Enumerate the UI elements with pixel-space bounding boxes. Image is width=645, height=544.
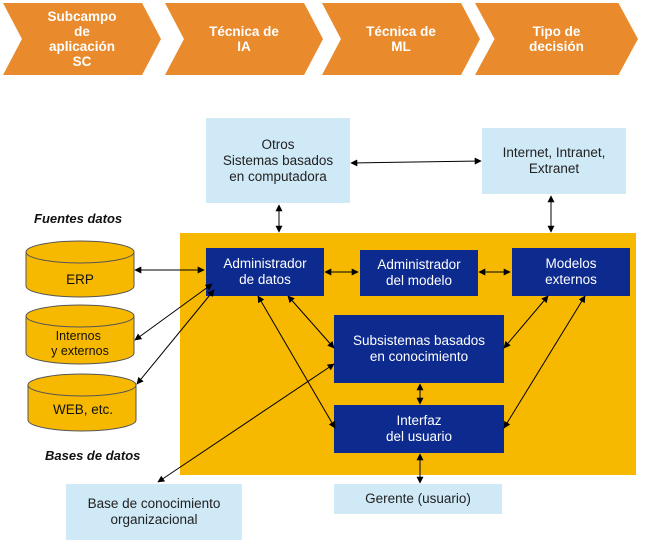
chevron-step-tipo-decision: Tipo de decisión — [475, 3, 638, 75]
database-erp-icon — [25, 240, 135, 298]
database-erp-label: ERP — [66, 272, 94, 287]
database-web-icon — [27, 373, 137, 432]
database-internos-icon — [25, 304, 135, 365]
gerente-box: Gerente (usuario) — [334, 484, 502, 514]
database-internos-label: Internos y externos — [51, 329, 109, 358]
modelos-externos-box: Modelos externos — [512, 248, 630, 296]
bases-datos-label: Bases de datos — [45, 448, 141, 463]
chevron-step-label: Técnica de ML — [366, 24, 436, 54]
chevron-step-label: Técnica de IA — [209, 24, 279, 54]
subsistemas-box: Subsistemas basados en conocimiento — [334, 315, 504, 383]
interfaz-usuario-box: Interfaz del usuario — [334, 405, 504, 453]
administrador-modelo-box: Administrador del modelo — [360, 250, 478, 296]
fuentes-datos-label: Fuentes datos — [34, 211, 123, 226]
chevron-step-label: Subcampo de aplicación SC — [47, 9, 117, 69]
base-conocimiento-box: Base de conocimiento organizacional — [66, 484, 242, 540]
connector-otros-internet — [350, 157, 482, 167]
otros-sistemas-box: Otros Sistemas basados en computadora — [206, 118, 350, 203]
internet-box: Internet, Intranet, Extranet — [482, 128, 626, 194]
chevron-step-label: Tipo de decisión — [529, 24, 584, 54]
chevron-step-tecnica-ml: Técnica de ML — [322, 3, 480, 75]
database-web-label: WEB, etc. — [53, 402, 113, 417]
chevron-step-subcampo: Subcampo de aplicación SC — [3, 3, 161, 75]
chevron-step-tecnica-ia: Técnica de IA — [165, 3, 323, 75]
database-internos-line: Internos — [56, 329, 101, 343]
administrador-datos-box: Administrador de datos — [206, 248, 324, 296]
database-internos-line: y externos — [51, 344, 109, 358]
